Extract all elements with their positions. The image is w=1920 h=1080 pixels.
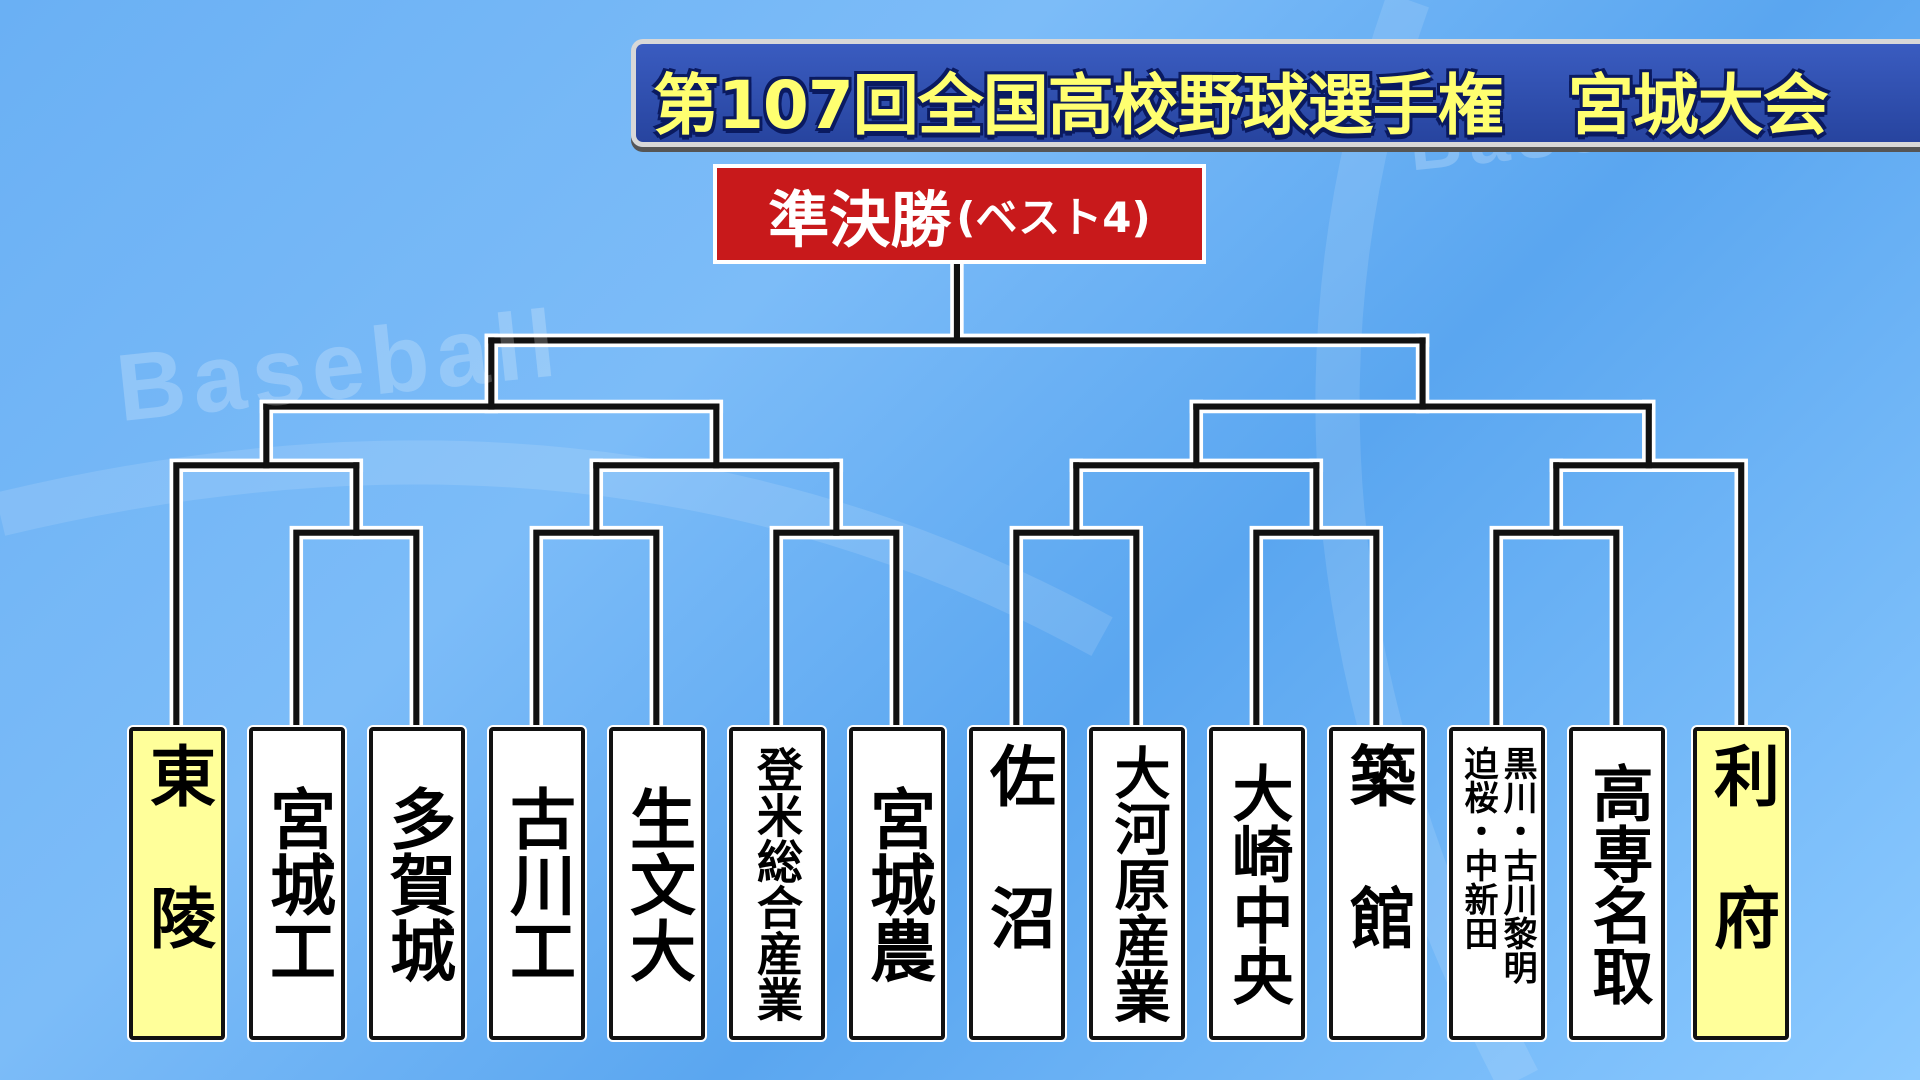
- bracket-line: [533, 529, 660, 731]
- team-name: 生文大: [619, 784, 696, 983]
- team-box: 古川工: [489, 727, 585, 1040]
- team-box: 大崎中央: [1209, 727, 1305, 1040]
- bracket-line: [773, 529, 900, 731]
- round-label: 準決勝: [768, 184, 952, 256]
- bracket-line: [173, 462, 360, 731]
- bracket-line: [1493, 529, 1620, 731]
- team-name-line: 黒川・古川黎明: [1497, 746, 1538, 984]
- team-box: 利府: [1693, 727, 1789, 1040]
- team-name: 東陵: [139, 741, 216, 1026]
- team-name: 黒川・古川黎明迫桜・中新田: [1458, 746, 1538, 984]
- bracket-line: [769, 525, 904, 735]
- bracket-line: [293, 529, 420, 731]
- team-box: 大河原産業: [1089, 727, 1185, 1040]
- team-box: 宮城工: [249, 727, 345, 1040]
- team-name: 宮城工: [259, 784, 336, 983]
- team-name: 大河原産業: [1105, 743, 1170, 1024]
- team-box: 黒川・古川黎明迫桜・中新田: [1449, 727, 1545, 1040]
- team-name: 宮城農: [859, 784, 936, 983]
- tournament-title: 第107回全国高校野球選手権 宮城大会: [653, 67, 1829, 144]
- bracket-line: [1489, 525, 1624, 735]
- bracket-line: [289, 525, 424, 735]
- team-box: 佐沼: [969, 727, 1065, 1040]
- team-box: 登米総合産業: [729, 727, 825, 1040]
- bracket-line: [529, 525, 664, 735]
- team-name: 大崎中央: [1221, 761, 1293, 1006]
- title-bar: 第107回全国高校野球選手権 宮城大会: [631, 39, 1920, 147]
- team-box: 宮城農: [849, 727, 945, 1040]
- background-swoosh: [0, 440, 1113, 657]
- team-name: 築館: [1339, 741, 1416, 1026]
- team-name-line: 迫桜・中新田: [1458, 746, 1498, 950]
- team-name: 多賀城: [379, 784, 456, 983]
- team-name: 古川工: [499, 784, 576, 983]
- team-name: 利府: [1703, 741, 1780, 1026]
- team-name: 高専名取: [1581, 761, 1653, 1006]
- team-box: 多賀城: [369, 727, 465, 1040]
- team-box: 高専名取: [1569, 727, 1665, 1040]
- bracket-line: [488, 261, 1426, 344]
- team-box: 東陵: [129, 727, 225, 1040]
- team-box: 生文大: [609, 727, 705, 1040]
- round-label-box: 準決勝 (ベスト4): [713, 164, 1206, 264]
- team-box: 築館: [1329, 727, 1425, 1040]
- team-name: 佐沼: [979, 741, 1056, 1026]
- round-sublabel: (ベスト4): [956, 192, 1151, 242]
- bracket-line: [1553, 462, 1745, 731]
- team-name: 登米総合産業: [750, 745, 804, 1022]
